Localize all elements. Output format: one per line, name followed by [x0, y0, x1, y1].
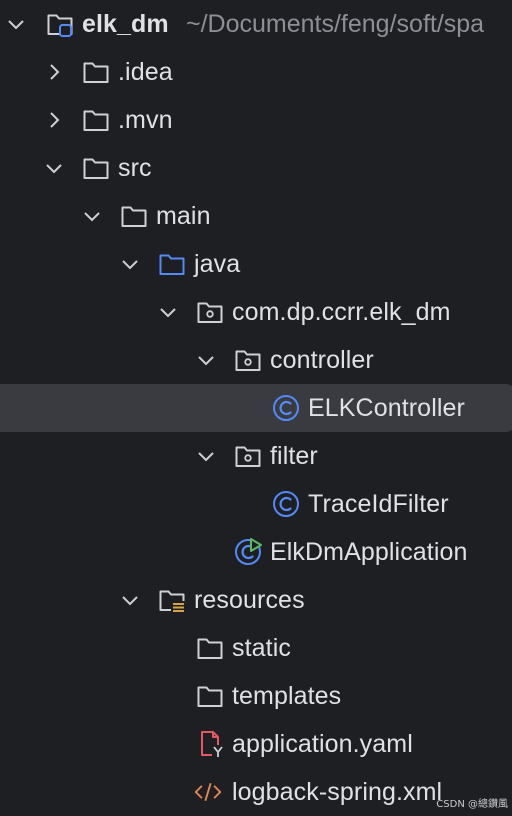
chevron-right-icon[interactable]: [42, 108, 66, 132]
folder-icon: [197, 638, 223, 659]
source-root-folder-icon: [159, 254, 185, 275]
chevron-down-icon[interactable]: [118, 252, 142, 276]
xml-file-icon: [194, 782, 222, 802]
tree-item-traceidfilter[interactable]: TraceIdFilter: [0, 480, 512, 528]
folder-icon: [121, 206, 147, 227]
tree-item-mvn[interactable]: .mvn: [0, 96, 512, 144]
tree-item-elkdmapplication[interactable]: ElkDmApplication: [0, 528, 512, 576]
chevron-right-icon[interactable]: [42, 60, 66, 84]
watermark: CSDN @總鑽風: [436, 799, 508, 810]
tree-item-resources[interactable]: resources: [0, 576, 512, 624]
tree-item-application-yaml[interactable]: application.yaml: [0, 720, 512, 768]
tree-item-controller[interactable]: controller: [0, 336, 512, 384]
tree-item-label: java: [194, 250, 241, 278]
folder-icon: [83, 110, 109, 131]
tree-root-elk-dm[interactable]: elk_dm ~/Documents/feng/soft/spa: [0, 0, 512, 48]
chevron-down-icon[interactable]: [156, 300, 180, 324]
tree-item-label: src: [118, 154, 152, 182]
tree-item-label: .mvn: [118, 106, 173, 134]
tree-item-src[interactable]: src: [0, 144, 512, 192]
chevron-down-icon[interactable]: [4, 12, 28, 36]
tree-item-label: main: [156, 202, 211, 230]
chevron-down-icon[interactable]: [118, 588, 142, 612]
resources-root-folder-icon: [159, 590, 185, 613]
folder-icon: [83, 158, 109, 179]
tree-item-label: static: [232, 634, 291, 662]
chevron-down-icon[interactable]: [42, 156, 66, 180]
folder-icon: [197, 686, 223, 707]
module-folder-icon: [47, 14, 73, 37]
package-icon: [197, 302, 223, 323]
tree-item-label: .idea: [118, 58, 173, 86]
tree-item-label: ELKController: [308, 394, 465, 422]
root-label: elk_dm: [82, 10, 169, 38]
tree-item-label: resources: [194, 586, 305, 614]
tree-item-label: controller: [270, 346, 374, 374]
folder-icon: [83, 62, 109, 83]
root-path: ~/Documents/feng/soft/spa: [186, 10, 485, 38]
tree-item-label: application.yaml: [232, 730, 413, 758]
tree-item-main[interactable]: main: [0, 192, 512, 240]
chevron-down-icon[interactable]: [194, 444, 218, 468]
tree-item-logback-spring-xml[interactable]: logback-spring.xml: [0, 768, 512, 816]
tree-item-java[interactable]: java: [0, 240, 512, 288]
package-icon: [235, 350, 261, 371]
tree-item-label: TraceIdFilter: [308, 490, 449, 518]
package-icon: [235, 446, 261, 467]
tree-item-label: com.dp.ccrr.elk_dm: [232, 298, 451, 326]
tree-item-label: ElkDmApplication: [270, 538, 468, 566]
tree-item-elkcontroller[interactable]: ELKController: [0, 384, 512, 432]
tree-item-label: logback-spring.xml: [232, 778, 443, 806]
chevron-down-icon[interactable]: [194, 348, 218, 372]
tree-item-idea[interactable]: .idea: [0, 48, 512, 96]
tree-item-label: templates: [232, 682, 342, 710]
tree-item-static[interactable]: static: [0, 624, 512, 672]
tree-item-templates[interactable]: templates: [0, 672, 512, 720]
tree-item-filter[interactable]: filter: [0, 432, 512, 480]
java-class-icon: [273, 395, 299, 421]
spring-boot-application-icon: [235, 538, 262, 565]
tree-item-package-root[interactable]: com.dp.ccrr.elk_dm: [0, 288, 512, 336]
tree-item-label: filter: [270, 442, 318, 470]
java-class-icon: [273, 491, 299, 517]
chevron-down-icon[interactable]: [80, 204, 104, 228]
yaml-file-icon: [201, 731, 226, 758]
